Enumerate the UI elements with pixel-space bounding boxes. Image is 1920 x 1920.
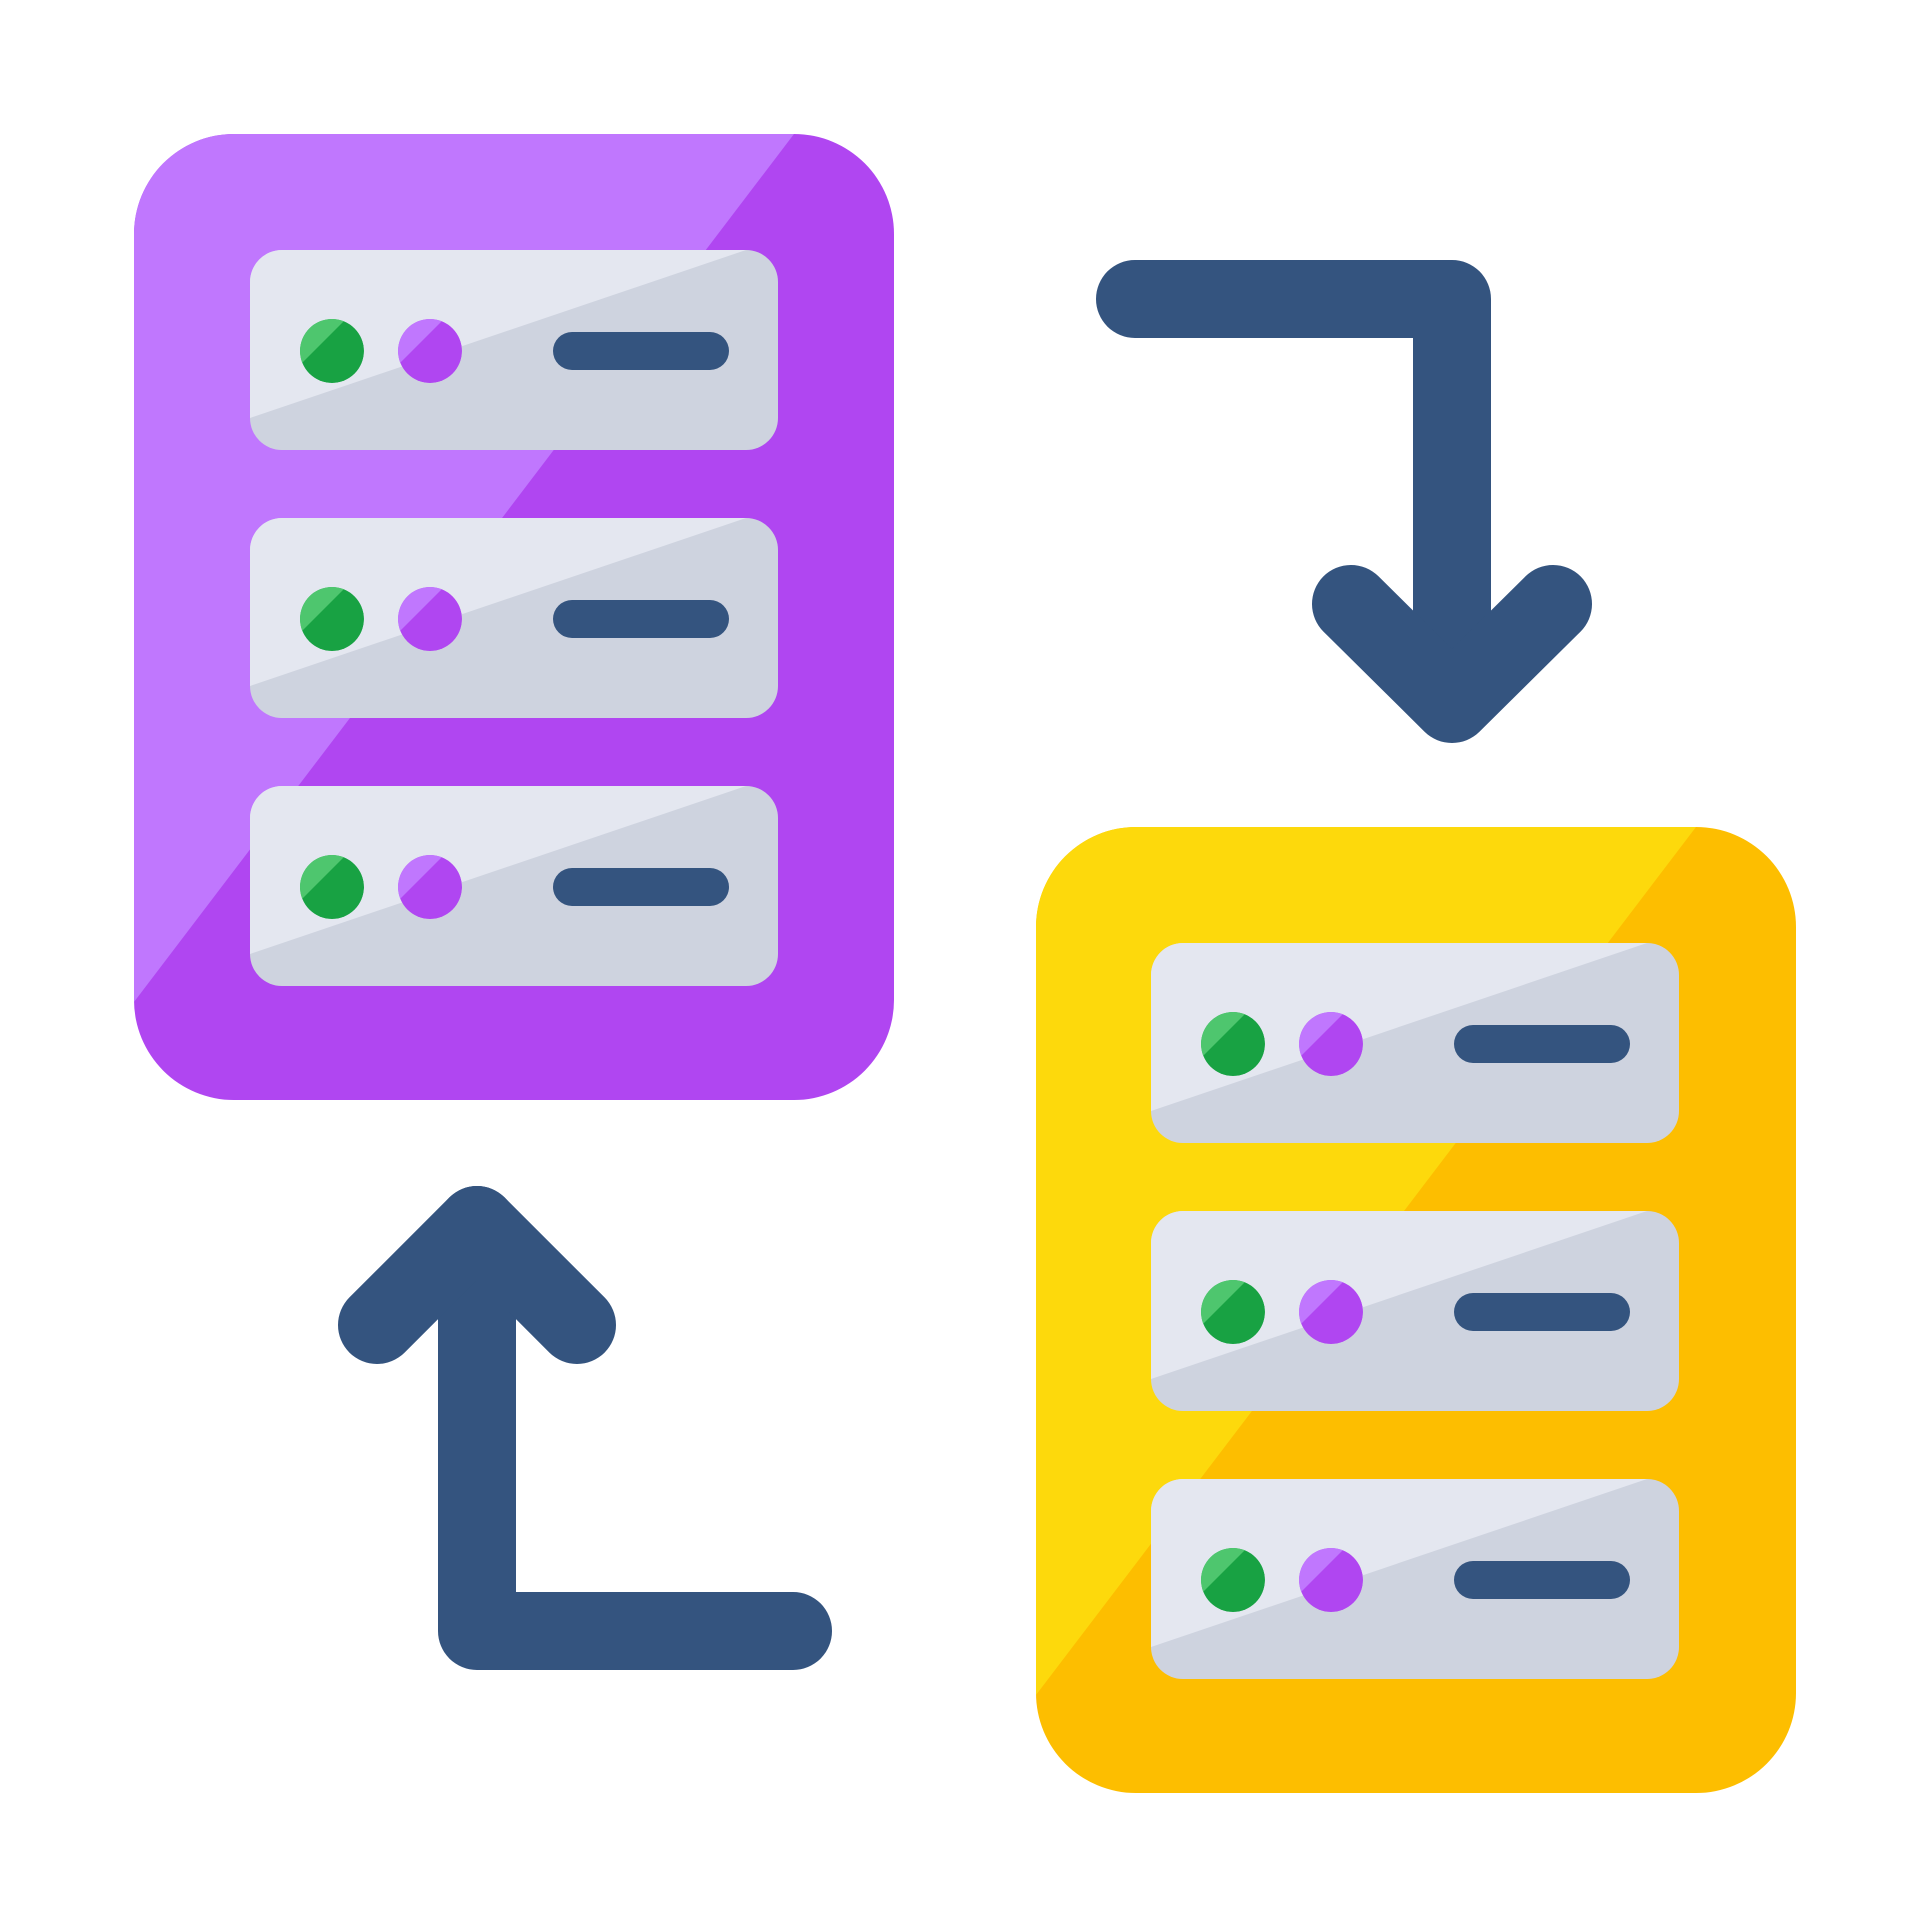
rack-face-highlight: [250, 518, 746, 686]
elbow-arrow-down-icon: [1096, 260, 1592, 743]
rack-unit: [250, 786, 778, 986]
rack-face-highlight: [1151, 1479, 1647, 1647]
rack-face-highlight: [1151, 943, 1647, 1111]
server-a-icon: [134, 134, 894, 1100]
server-b-racks: [1151, 943, 1679, 1679]
rack-unit: [1151, 943, 1679, 1143]
server-b-icon: [1036, 827, 1796, 1793]
rack-face-highlight: [250, 250, 746, 418]
rack-unit: [1151, 1479, 1679, 1679]
rack-face-highlight: [250, 786, 746, 954]
rack-unit: [250, 250, 778, 450]
server-a-racks: [250, 250, 778, 986]
rack-face-highlight: [1151, 1211, 1647, 1379]
elbow-arrow-up-icon: [338, 1186, 832, 1670]
rack-unit: [250, 518, 778, 718]
rack-unit: [1151, 1211, 1679, 1411]
